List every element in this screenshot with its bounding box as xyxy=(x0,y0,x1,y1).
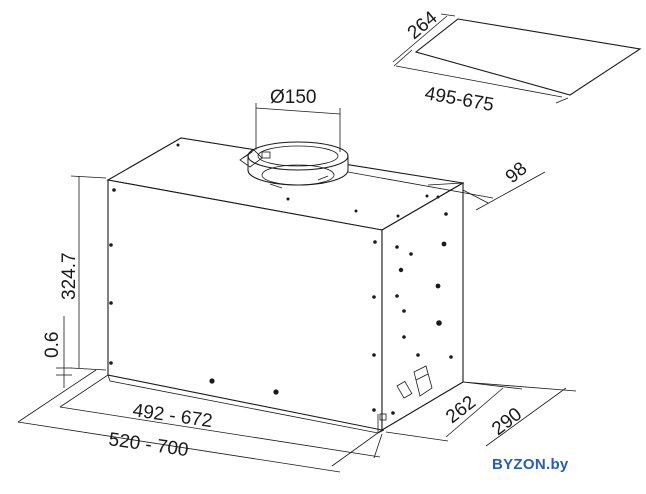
bottom-gap-label: 0.6 xyxy=(42,332,63,358)
hole xyxy=(409,252,413,256)
screw xyxy=(373,240,377,244)
hole xyxy=(391,411,395,415)
screw xyxy=(286,197,290,201)
hole xyxy=(444,212,448,216)
screw xyxy=(112,188,116,192)
duct-collar xyxy=(239,141,349,189)
cutout-panel: 264 495-675 xyxy=(392,7,642,116)
height-dimension: 324.7 xyxy=(59,175,107,371)
hole xyxy=(435,283,441,289)
cutout-depth-ext-2 xyxy=(440,13,456,17)
outer-width-line xyxy=(17,421,341,473)
watermark-logo: BYZON.by xyxy=(492,456,569,473)
height-ext-top xyxy=(70,175,107,179)
width-ext-left-outer xyxy=(17,369,97,423)
offset-ext-2 xyxy=(462,189,489,204)
width-ext-left-inner xyxy=(59,374,109,408)
power-socket xyxy=(396,380,413,399)
cutout-width-line xyxy=(395,65,563,98)
outer-depth-line xyxy=(485,387,567,447)
offset-line xyxy=(475,171,546,211)
inner-depth-line xyxy=(445,387,504,438)
screw xyxy=(176,143,180,147)
bottom-gap-dimension: 0.6 xyxy=(42,316,72,388)
control-bracket xyxy=(413,365,433,397)
screw xyxy=(372,408,376,412)
screw xyxy=(109,243,113,247)
outer-depth-label: 290 xyxy=(488,404,526,440)
inner-width-label: 492 - 672 xyxy=(131,400,213,432)
hole xyxy=(395,294,399,298)
cutout-width-label: 495-675 xyxy=(423,83,495,116)
duct-offset-label: 98 xyxy=(502,158,532,188)
cutout-depth-line xyxy=(392,15,448,63)
screw xyxy=(273,389,279,395)
width-ext-right-outer xyxy=(331,429,383,467)
hole xyxy=(449,355,453,359)
hood-top-edge xyxy=(427,182,464,186)
screw xyxy=(372,353,376,357)
outer-width-label: 520 - 700 xyxy=(107,429,189,461)
cutout-depth-ext-1 xyxy=(393,49,413,67)
duct-tab-line xyxy=(317,175,329,181)
depth-ext-far xyxy=(462,381,577,392)
duct-diameter-dimension: Ø150 xyxy=(255,87,341,152)
hole xyxy=(395,245,399,249)
hole xyxy=(398,267,404,273)
duct-tab xyxy=(261,151,271,159)
small-plug xyxy=(379,413,387,421)
screw xyxy=(396,214,400,218)
offset-ext-line xyxy=(347,171,494,199)
duct-top-rim xyxy=(247,141,349,171)
duct-clip-line xyxy=(242,151,253,159)
hole xyxy=(402,309,406,313)
hole xyxy=(402,335,406,339)
height-ext-bottom xyxy=(70,367,107,371)
depth-ext-front xyxy=(385,431,449,442)
screw xyxy=(109,301,113,305)
hole xyxy=(416,353,420,357)
hood-bottom-lip xyxy=(107,374,385,434)
screw xyxy=(372,295,376,299)
screw xyxy=(109,361,113,365)
control-bracket-line xyxy=(415,373,429,381)
screw xyxy=(425,194,429,198)
screw xyxy=(209,378,215,384)
hole xyxy=(436,320,442,326)
duct-tab-line xyxy=(269,183,283,189)
duct-diameter-label: Ø150 xyxy=(270,87,316,108)
inner-width-line xyxy=(59,406,381,458)
inner-depth-label: 262 xyxy=(442,392,480,428)
diameter-line xyxy=(255,107,341,115)
width-ext-right-inner xyxy=(373,433,383,459)
cutout-width-ext xyxy=(555,97,569,104)
height-label: 324.7 xyxy=(59,252,80,300)
screw xyxy=(354,209,358,213)
screw xyxy=(436,195,440,199)
cutout-panel-outline xyxy=(414,18,642,96)
duct-inner-base xyxy=(261,164,335,186)
hole xyxy=(441,241,447,247)
duct-inner-rim xyxy=(257,145,339,167)
